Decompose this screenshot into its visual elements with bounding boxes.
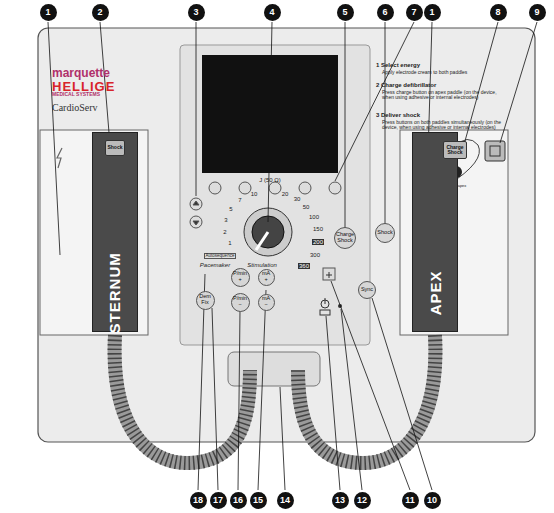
paddle-shock-button: Shock [105,140,125,156]
rate-up-button: P/min+ [231,268,250,287]
energy-scale: 3 [224,217,227,223]
button-text: − [264,302,267,308]
button-text: Charge Shock [336,232,354,244]
callout-number: 7 [406,4,423,21]
pacer-icons [320,268,342,315]
callout-number: 14 [277,492,294,509]
callout-number: 5 [337,4,354,21]
shock-symbol [57,148,62,168]
callout-number: 18 [190,492,207,509]
sternum-bay [40,130,148,335]
button-text: Dem Fix [198,294,213,306]
shock-button: Shock [375,223,395,243]
energy-scale: 50 [303,204,310,210]
button-text: Shock [377,230,392,236]
recorder-icon [490,146,500,156]
button-text: − [238,302,241,308]
callout-number: 17 [210,492,227,509]
coiled-cables [115,335,436,463]
instruction-text: 1 Select energy [376,62,420,68]
apex-bay [400,130,508,335]
callout-number: 12 [354,492,371,509]
energy-scale: 10 [251,191,258,197]
energy-scale: 5 [229,206,232,212]
instruction-text: 3 Deliver shock [376,112,420,118]
pacer-mode-button: Dem Fix [196,291,215,310]
electrode-label: apex [458,184,467,188]
instruction-text: Apply electrode cream to both paddles [382,70,502,75]
callout-number: 3 [188,4,205,21]
callout-number: 13 [332,492,349,509]
energy-scale: J (50 Ω) [259,177,281,183]
button-text: Charge Shock [445,145,465,156]
callout-number: 15 [250,492,267,509]
callout-number: 6 [377,4,394,21]
section-label: Pacemaker [200,262,230,268]
callout-number: 9 [529,4,546,21]
instruction-text: Press buttons on both paddles simultaneo… [382,120,502,131]
energy-scale: 7 [238,197,241,203]
callout-number: 2 [92,4,109,21]
button-text: Shock [107,145,122,150]
energy-scale: 100 [309,214,319,220]
energy-scale: 150 [313,226,323,232]
brightness-keys [190,198,202,228]
energy-scale: 20 [282,191,289,197]
callout-number: 1 [40,4,57,21]
section-label: Stimulation [247,262,277,268]
brand-text: marquette [52,67,110,80]
brand-text: MEDICAL SYSTEMS [52,92,100,97]
apex-paddle: APEXCharge Shock [412,132,458,332]
recorder-key [485,141,505,161]
energy-scale: 300 [310,252,320,258]
instruction-text: Press charge button on apex paddle (on t… [382,90,502,101]
cable-holder [228,352,320,386]
energy-scale: 200 [312,239,324,245]
energy-scale: 1 [228,240,231,246]
button-text: Sync [361,287,373,293]
energy-scale: 2 [223,229,226,235]
softkeys [209,182,341,194]
callout-number: 16 [230,492,247,509]
button-text: + [264,277,267,283]
callout-number: 11 [402,492,419,509]
current-down-button: mA− [258,294,275,311]
energy-scale: 30 [294,196,301,202]
callout-number: 10 [424,492,441,509]
callout-number: 8 [490,4,507,21]
button-text: APEX [427,271,443,316]
callout-number: 1 [424,4,441,21]
charge-button: Charge Shock [334,227,356,249]
control-panel [180,45,370,345]
brand-text: CardioServ [52,103,98,114]
button-text: + [238,277,241,283]
instruction-text: 2 Charge defibrillator [376,82,436,88]
current-up-button: mA+ [258,269,275,286]
leader-lines [48,22,537,490]
paddle-charge-button: Charge Shock [443,141,467,159]
callout-number: 4 [264,4,281,21]
sternum-paddle: STERNUM Shock [92,132,138,332]
energy-scale: Autosequence [204,253,237,260]
energy-scale: 360 [298,263,310,269]
button-text: STERNUM [107,253,123,334]
sync-button: Sync [358,281,376,299]
rate-down-button: P/min− [231,293,250,312]
